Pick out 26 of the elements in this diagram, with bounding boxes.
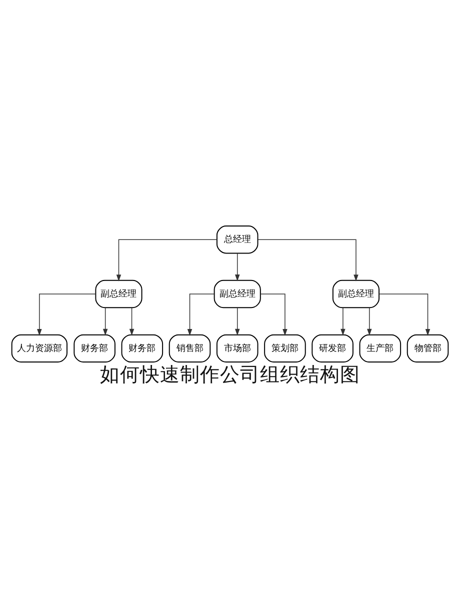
node-box: 财务部 [74, 334, 116, 362]
arrow [37, 293, 96, 336]
node-box: 副总经理 [214, 279, 261, 308]
arrow [258, 238, 358, 281]
node-box: 销售部 [168, 334, 211, 362]
arrow [234, 306, 240, 336]
node-box: 副总经理 [332, 279, 380, 308]
arrow [187, 293, 214, 336]
arrow [116, 238, 218, 281]
arrow [367, 306, 372, 336]
node-box: 研发部 [312, 334, 354, 362]
arrow [260, 293, 288, 336]
node-box: 总经理 [216, 225, 258, 254]
node-box: 人力资源部 [11, 334, 68, 362]
node-box: 物管部 [406, 334, 449, 362]
arrow [378, 293, 430, 336]
node-box: 市场部 [216, 334, 258, 362]
arrow [102, 306, 108, 336]
arrow [129, 306, 134, 336]
arrow [234, 252, 240, 281]
node-box: 生产部 [359, 334, 402, 362]
arrow [340, 306, 346, 336]
diagram-title: 如何快速制作公司组织结构图 [100, 362, 360, 386]
node-box: 副总经理 [95, 279, 142, 308]
node-box: 策划部 [264, 334, 306, 362]
node-box: 财务部 [121, 334, 164, 362]
